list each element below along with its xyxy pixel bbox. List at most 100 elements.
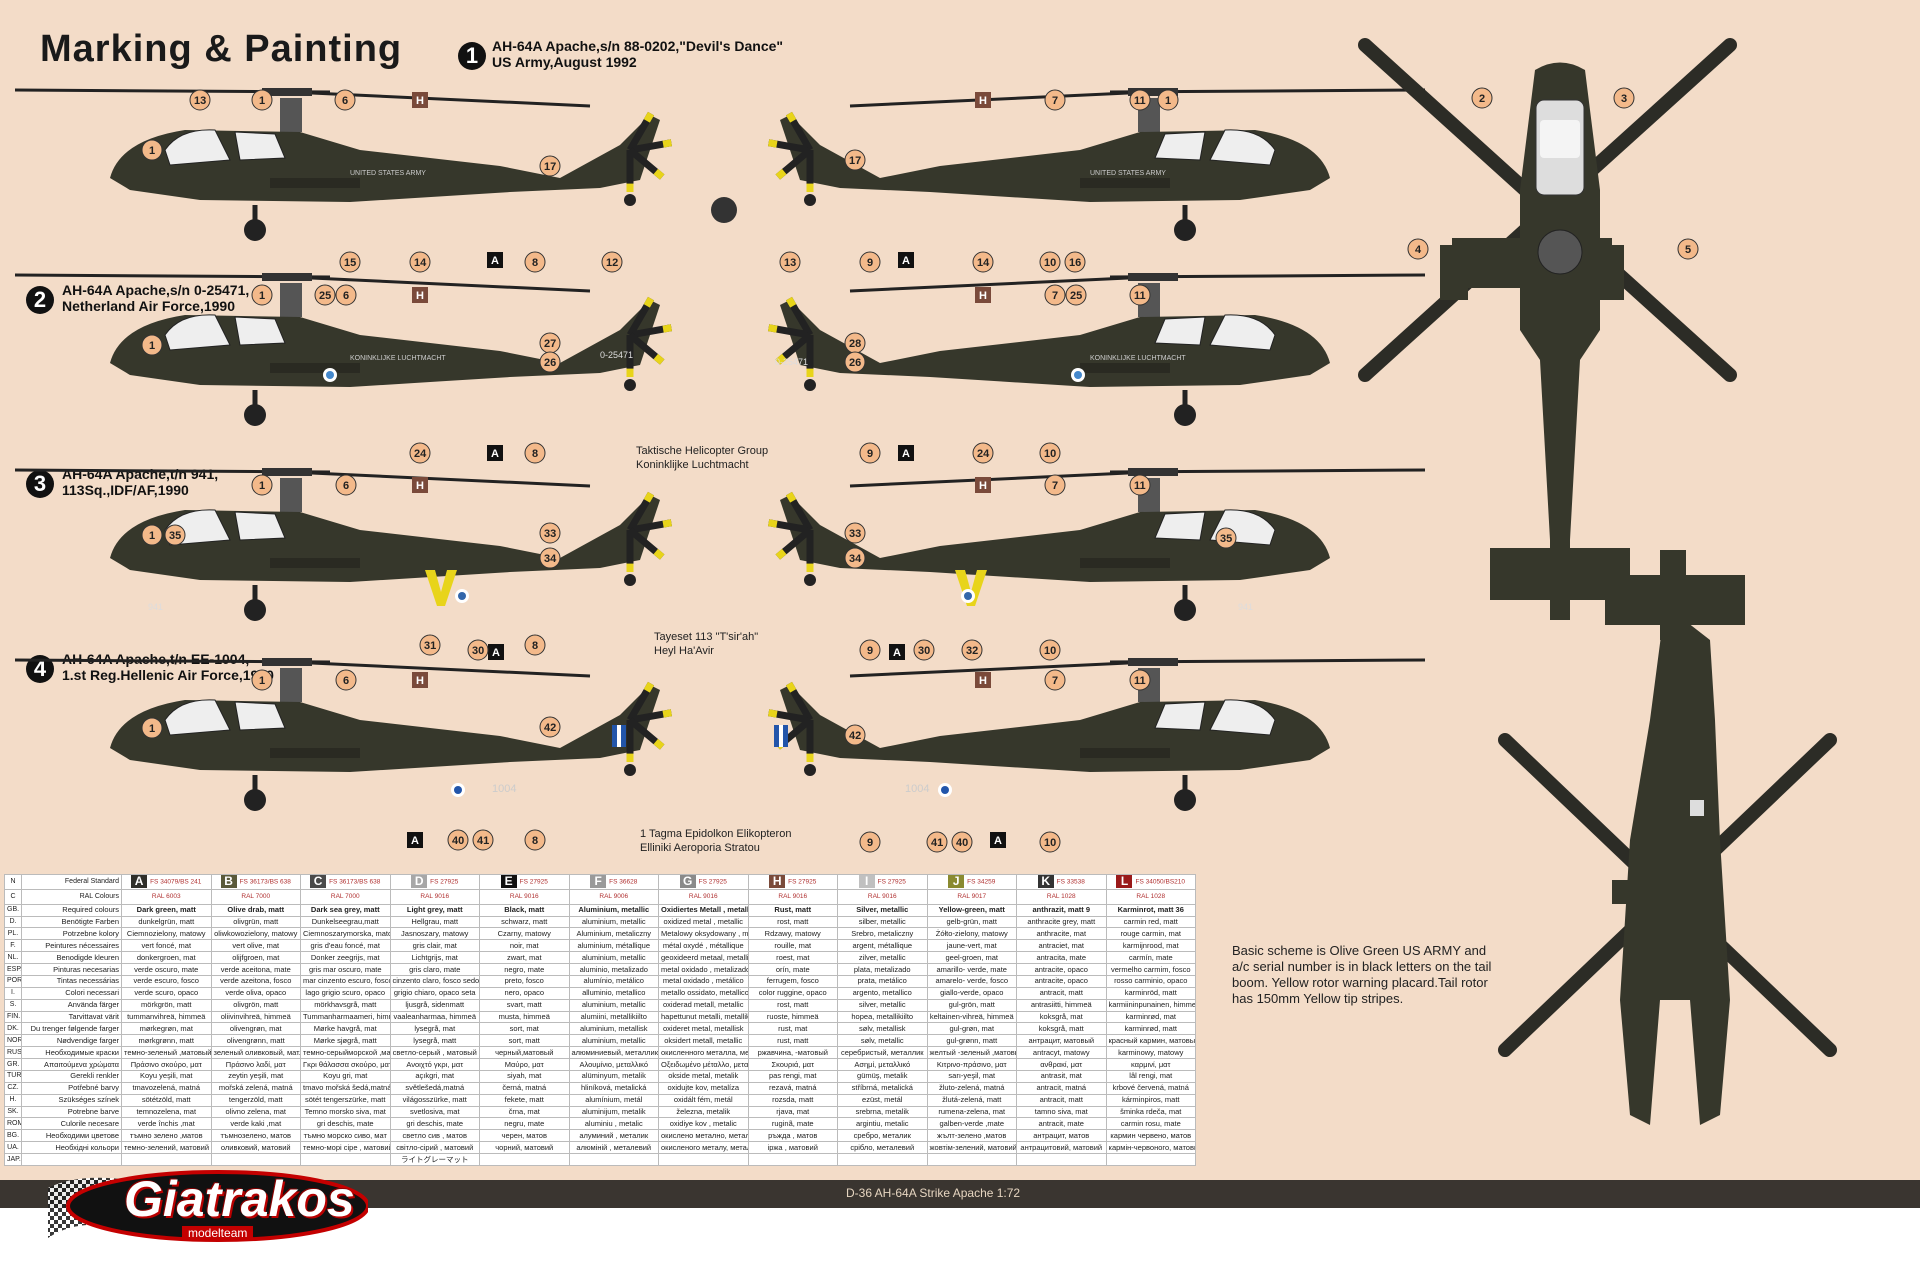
- row-language: Απαιτούμενα χρώματα: [21, 1058, 122, 1071]
- table-cell: oxidált fém, metál: [658, 1093, 749, 1107]
- table-cell: ruginã, mate: [747, 1117, 838, 1131]
- table-cell: Czarny, matowy: [479, 927, 570, 941]
- table-cell: темно-зелений, матовий: [121, 1141, 212, 1155]
- table-cell: Ανοιχτό γκρι, ματ: [389, 1058, 480, 1071]
- table-cell: καρμινί, ματ: [1105, 1058, 1196, 1071]
- svg-text:34: 34: [544, 553, 557, 565]
- svg-text:33: 33: [544, 528, 556, 540]
- table-cell: кармин червено, матов: [1105, 1129, 1196, 1143]
- table-cell: verde escuro, fosco: [121, 974, 212, 988]
- table-cell: aluminijum, metalik: [568, 1105, 659, 1119]
- table-cell: lâl rengi, mat: [1105, 1069, 1196, 1083]
- callout-6-20: [335, 284, 357, 306]
- table-cell: alüminyum, metalik: [568, 1069, 659, 1083]
- table-cell: Oxidiertes Metall , metallic: [658, 903, 749, 917]
- table-cell: зеленый оливковый, мат.: [210, 1046, 301, 1060]
- callout-1-1: [251, 89, 273, 111]
- svg-text:17: 17: [544, 161, 556, 173]
- svg-text:A: A: [491, 448, 499, 460]
- table-cell: verde aceitona, mate: [210, 963, 301, 976]
- tag-h-2: [975, 92, 991, 108]
- callout-42-62: [844, 724, 866, 746]
- table-cell: ржавчина, -матовый: [747, 1046, 838, 1060]
- svg-text:41: 41: [477, 835, 489, 847]
- table-cell: Żółto-zielony, matowy: [926, 927, 1017, 941]
- ral-J: RAL 9017: [926, 888, 1017, 905]
- svg-text:A: A: [893, 647, 901, 659]
- row-language: Необходимые краски: [21, 1046, 122, 1060]
- ral-A: RAL 6003: [121, 888, 212, 905]
- svg-text:40: 40: [956, 837, 968, 849]
- svg-text:25: 25: [319, 290, 331, 302]
- table-cell: stříbrná, metalická: [837, 1081, 928, 1095]
- svg-text:10: 10: [1044, 448, 1056, 460]
- table-cell: antracit, matt: [1016, 986, 1107, 1000]
- table-cell: mörkhavsgrå, matt: [300, 998, 391, 1012]
- row-code: SK.: [4, 1105, 22, 1119]
- logo-wordmark: Giatrakos: [124, 1171, 355, 1227]
- table-cell: антрацит, матовый: [1016, 1034, 1107, 1048]
- table-cell: alumínium, metál: [568, 1093, 659, 1107]
- svg-text:30: 30: [918, 645, 930, 657]
- table-cell: [747, 1153, 838, 1166]
- callout-14-15: [972, 251, 994, 273]
- table-cell: tmavozelená, matná: [121, 1081, 212, 1095]
- table-cell: metal oxidado , metálico: [658, 974, 749, 988]
- table-cell: Aluminium, metaliczny: [568, 927, 659, 941]
- row-code: NOR.: [4, 1034, 22, 1048]
- row-language: Benodigde kleuren: [21, 951, 122, 965]
- callout-6-2: [334, 89, 356, 111]
- table-cell: окислено метално, металик: [658, 1129, 749, 1143]
- tag-h-1: [412, 92, 428, 108]
- svg-text:H: H: [979, 95, 987, 107]
- table-cell: giallo-verde, opaco: [926, 986, 1017, 1000]
- table-cell: verde oliva, opaco: [210, 986, 301, 1000]
- svg-text:UNITED STATES ARMY: UNITED STATES ARMY: [1090, 170, 1166, 177]
- row-language: Required colours: [21, 903, 122, 917]
- svg-text:1: 1: [149, 723, 155, 735]
- row-code: F.: [4, 939, 22, 953]
- table-cell: Jasnoszary, matowy: [389, 927, 480, 941]
- yellow-v-marking-1: [425, 570, 457, 606]
- table-cell: антрацит, матов: [1016, 1129, 1107, 1143]
- serial-gr-right: 1004: [905, 783, 929, 795]
- colour-letter-I: I: [858, 875, 875, 889]
- table-cell: Metalowy oksydowany , metaliczny: [658, 927, 749, 941]
- table-cell: plata, metalizado: [837, 963, 928, 976]
- table-cell: rouge carmin, mat: [1105, 927, 1196, 941]
- table-cell: Dunkelseegrau,matt: [300, 915, 391, 929]
- colour-letter-B: B: [220, 875, 237, 889]
- table-cell: carmín, mate: [1105, 951, 1196, 965]
- callout-8-59: [524, 829, 546, 851]
- scheme-4-title: AH-64A Apache,t/n EE-1004, 1.st Reg.Hell…: [62, 651, 274, 683]
- tag-a-1: [487, 252, 503, 268]
- row-code: RUS.: [4, 1046, 22, 1060]
- svg-text:A: A: [411, 835, 419, 847]
- table-cell: [658, 1153, 749, 1166]
- table-cell: светло-серый , матовый: [389, 1046, 480, 1060]
- row-code: NL.: [4, 951, 22, 965]
- table-cell: negro, mate: [479, 963, 570, 976]
- table-cell: grigio chiaro, opaco seta: [389, 986, 480, 1000]
- table-cell: karminowy, matowy: [1105, 1046, 1196, 1060]
- row-code: GR.: [4, 1058, 22, 1071]
- table-cell: vert olive, mat: [210, 939, 301, 953]
- svg-text:42: 42: [849, 730, 861, 742]
- profile-2-right: KONINKLIJKE LUCHTMACHT: [768, 273, 1426, 426]
- serial-nl-left: 0-25471: [600, 350, 633, 360]
- svg-text:27: 27: [544, 338, 556, 350]
- caption-dutch-unit: Taktische Helicopter Group Koninklijke L…: [636, 445, 769, 471]
- table-cell: antrasiitti, himmeä: [1016, 998, 1107, 1012]
- row-code: CZ.: [4, 1081, 22, 1095]
- table-cell: anthracite grey, matt: [1016, 915, 1107, 929]
- table-cell: schwarz, matt: [479, 915, 570, 929]
- svg-text:8: 8: [532, 835, 538, 847]
- svg-text:41: 41: [931, 837, 943, 849]
- svg-text:7: 7: [1052, 95, 1058, 107]
- table-cell: črna, mat: [479, 1105, 570, 1119]
- table-cell: musta, himmeä: [479, 1010, 570, 1024]
- row-code: H.: [4, 1093, 22, 1107]
